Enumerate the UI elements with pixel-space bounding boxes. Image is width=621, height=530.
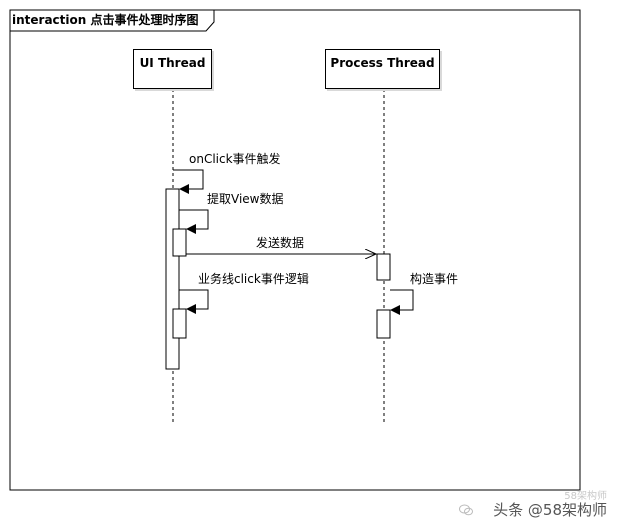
ui-activation-logic [172,308,187,339]
wechat-icon [459,504,473,516]
message-extract-view [179,209,209,234]
message-label-construct-event: 构造事件 [410,272,459,286]
message-label-onclick: onClick事件触发 [189,152,281,166]
process-activation-receive [376,253,391,281]
message-label-extract-view: 提取View数据 [207,192,284,206]
ui-activation-extract [172,228,187,257]
watermark: 58架构师 头条 @58架构师 [493,491,607,520]
process-activation-construct [376,309,391,339]
ui-activation-main [165,188,180,370]
message-business-logic [179,289,209,314]
watermark-text: 头条 @58架构师 [493,501,607,519]
message-onclick [173,169,204,194]
message-label-send-data: 发送数据 [256,236,305,250]
message-label-business-logic: 业务线click事件逻辑 [198,272,309,286]
ui-thread-header: UI Thread [133,49,212,89]
process-thread-header: Process Thread [325,49,440,89]
interaction-frame [9,9,581,491]
frame-title: interaction 点击事件处理时序图 [12,13,199,27]
frame-title-tab [10,10,215,32]
watermark-faint: 58架构师 [564,491,607,502]
message-construct-event [390,289,414,315]
